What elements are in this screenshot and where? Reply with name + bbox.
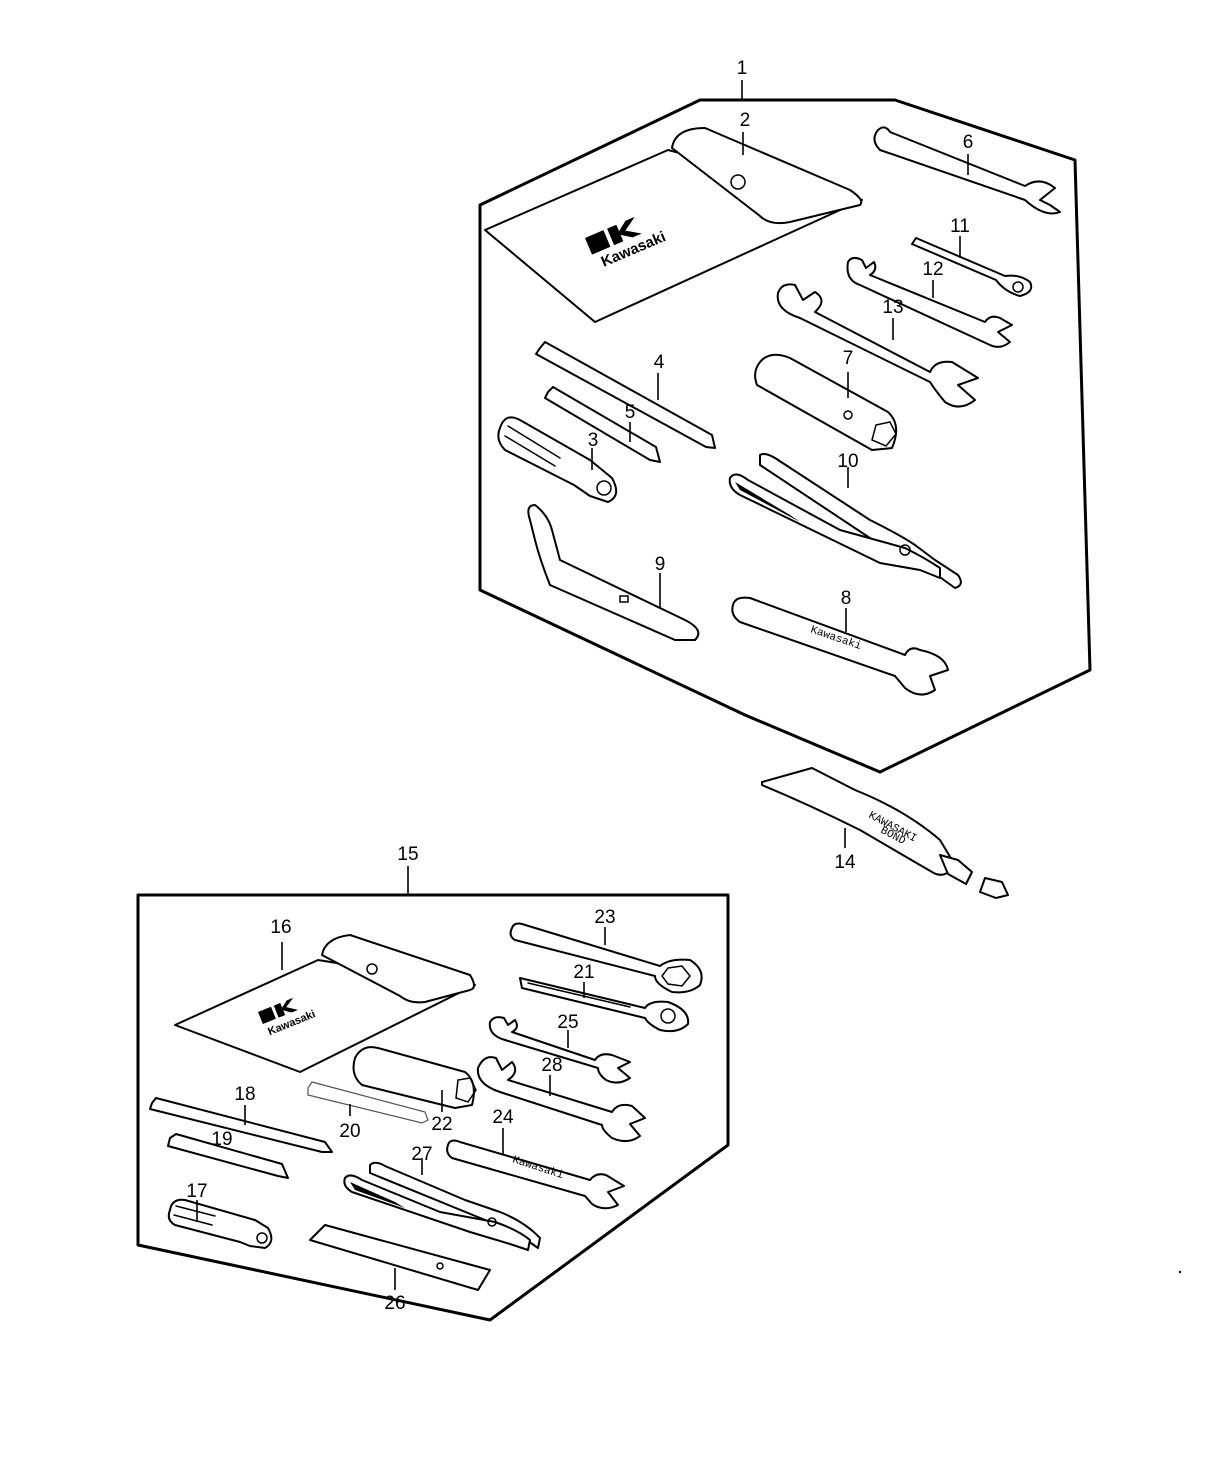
wrench-8: Kawasaki — [731, 596, 949, 696]
tool-pouch: Kawasaki — [484, 127, 863, 323]
screwdriver-handle-3 — [497, 416, 618, 503]
callout-9: 9 — [655, 554, 666, 575]
callout-2: 2 — [740, 110, 751, 131]
wrench-13 — [776, 283, 979, 408]
callout-19: 19 — [211, 1129, 232, 1150]
screwdriver-bit-18 — [149, 1097, 333, 1153]
screwdriver-bit-19 — [167, 1133, 289, 1179]
callout-5: 5 — [625, 402, 636, 423]
callout-24: 24 — [492, 1107, 514, 1128]
wrench-28 — [476, 1056, 646, 1142]
pliers-10 — [728, 453, 962, 589]
callout-17: 17 — [186, 1181, 207, 1202]
callout-28: 28 — [541, 1055, 562, 1076]
callout-4: 4 — [654, 352, 665, 373]
callout-13: 13 — [882, 297, 903, 318]
callout-25: 25 — [557, 1012, 578, 1033]
tool-kit-1-group: 1 Kawasaki 2 6 11 — [478, 58, 1092, 774]
callout-23: 23 — [594, 907, 615, 928]
tool-kit-15-outline — [136, 893, 730, 1322]
callout-21: 21 — [573, 962, 594, 983]
callout-6: 6 — [963, 132, 974, 153]
callout-7: 7 — [843, 348, 854, 369]
box-wrench-7 — [754, 353, 898, 451]
kawasaki-bond-tube: KAWASAKI BOND — [761, 767, 1009, 899]
screwdriver-handle-17 — [167, 1198, 273, 1249]
callout-20: 20 — [339, 1121, 360, 1142]
callout-3: 3 — [588, 430, 599, 451]
callout-1: 1 — [737, 58, 748, 79]
wrench-11 — [911, 237, 1033, 297]
callout-22: 22 — [431, 1114, 452, 1135]
callout-12: 12 — [922, 259, 943, 280]
tool-kit-1-outline — [478, 98, 1092, 774]
wrench-12 — [846, 256, 1013, 348]
callout-15: 15 — [397, 844, 418, 865]
callout-11: 11 — [950, 216, 970, 237]
wrench-21 — [519, 977, 690, 1033]
callout-14: 14 — [834, 852, 856, 873]
screwdriver-bit-5 — [544, 386, 661, 463]
wrench-25 — [488, 1016, 631, 1084]
hook-spanner-9 — [527, 504, 700, 641]
callout-18: 18 — [234, 1084, 255, 1105]
box-wrench-22 — [352, 1046, 477, 1109]
wrench-23 — [509, 922, 703, 994]
pliers-27 — [343, 1161, 541, 1251]
callout-26: 26 — [384, 1293, 405, 1314]
tool-kit-15-group: 15 Kawasaki 16 23 21 — [136, 844, 730, 1322]
tool-pouch-small: Kawasaki — [174, 934, 476, 1073]
callout-8: 8 — [841, 588, 852, 609]
flat-bar-26 — [309, 1224, 491, 1291]
flat-bar-20 — [307, 1081, 429, 1124]
wrench-24: Kawasaki — [446, 1139, 625, 1210]
callout-10: 10 — [837, 451, 858, 472]
callout-27: 27 — [411, 1144, 432, 1165]
callout-16: 16 — [270, 917, 291, 938]
screwdriver-bit-4 — [535, 341, 716, 449]
